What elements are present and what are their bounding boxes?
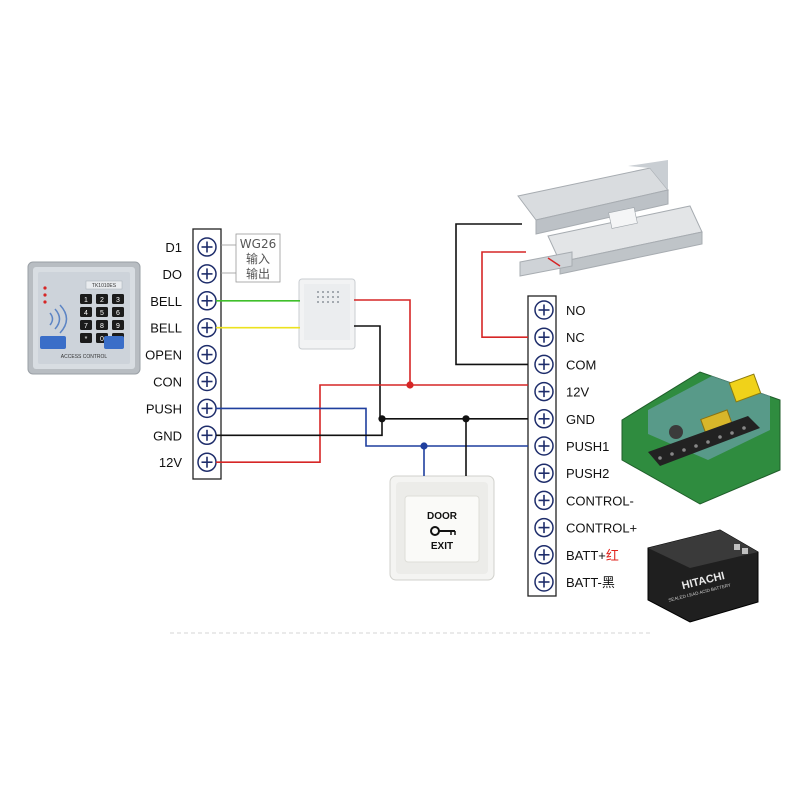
- black-wire-com: [455, 223, 528, 366]
- junction-dot-icon: [420, 442, 428, 450]
- right-terminal-screw-icon: [534, 490, 554, 511]
- black-wire-gnd: [216, 418, 528, 437]
- right-terminal-label-no: NO: [566, 303, 586, 318]
- left-terminal-screw-icon: [197, 344, 217, 365]
- right-terminal-screw-icon: [534, 545, 554, 565]
- right-terminal-screw-icon: [534, 354, 554, 375]
- left-terminal-screw-icon: [197, 452, 217, 472]
- right-terminal-screw-icon: [534, 436, 554, 456]
- wires: [216, 223, 528, 476]
- doorbell: [298, 278, 356, 350]
- keypad-key: 7: [84, 323, 88, 330]
- left-terminal-screw-icon: [197, 425, 217, 446]
- left-terminal-screw-icon: [197, 317, 217, 338]
- left-terminal-label-open: OPEN: [145, 348, 182, 363]
- blue-wire-push: [216, 407, 528, 447]
- right-terminal-screw-icon: [534, 327, 554, 347]
- power-supply-board: [621, 371, 781, 505]
- keypad-label: ACCESS CONTROL: [61, 354, 108, 360]
- left-terminal-label-bell: BELL: [150, 294, 182, 309]
- left-terminal-screw-icon: [197, 264, 217, 284]
- electric-lock: [517, 160, 703, 277]
- right-terminal-screw-icon: [534, 517, 554, 538]
- red-wire-12v: [216, 384, 528, 463]
- right-terminal-label-nc: NC: [566, 330, 585, 345]
- wg26-output-label: 输出: [246, 266, 270, 281]
- right-terminal-screw-icon: [534, 409, 554, 429]
- keypad-key: *: [85, 336, 88, 343]
- left-terminal-screw-icon: [197, 398, 217, 419]
- battery: HITACHI SEALED LEAD ACID BATTERY: [647, 529, 759, 623]
- right-terminal-screw-icon: [534, 572, 554, 592]
- left-terminal-screw-icon: [197, 237, 217, 257]
- left-terminal-label-12v: 12V: [159, 455, 182, 470]
- keypad-key: 6: [116, 310, 120, 317]
- status-led-icon: [43, 293, 47, 297]
- keypad-key: 8: [100, 323, 104, 330]
- right-terminal-label-batt-: BATT+红: [566, 548, 619, 564]
- power-led-icon: [43, 286, 47, 290]
- left-terminal-label-d1: D1: [165, 240, 182, 255]
- right-terminal-screw-icon: [534, 463, 554, 483]
- right-terminal-label-control-: CONTROL+: [566, 521, 637, 536]
- left-terminal-label-do: DO: [163, 267, 183, 282]
- exit-button-exit-label: EXIT: [431, 541, 453, 552]
- right-terminal-label-12v: 12V: [566, 385, 589, 400]
- keypad-key: 0: [100, 336, 104, 343]
- right-terminal-label-gnd: GND: [566, 412, 595, 427]
- left-terminal-label-bell: BELL: [150, 321, 182, 336]
- right-terminal-screw-icon: [534, 381, 554, 402]
- left-terminal-label-con: CON: [153, 375, 182, 390]
- wg26-input-label: 输入: [246, 251, 270, 266]
- left-terminal-screw-icon: [197, 371, 217, 392]
- right-terminal-label-control-: CONTROL-: [566, 493, 634, 508]
- right-terminal-label-com: COM: [566, 357, 596, 372]
- keypad-key: 9: [116, 323, 120, 330]
- left-terminal-label-gnd: GND: [153, 428, 182, 443]
- keypad-key: 3: [116, 297, 120, 304]
- right-terminal-label-batt-: BATT-黑: [566, 575, 615, 591]
- right-terminal-label-push1: PUSH1: [566, 439, 609, 454]
- keypad-model: TK1010ES: [92, 283, 117, 289]
- left-terminal-label-push: PUSH: [146, 401, 182, 416]
- wg26-note: WG26 输入 输出: [221, 233, 281, 283]
- rfid-icon: [49, 304, 68, 334]
- right-terminal-screw-icon: [534, 300, 554, 320]
- transformer: [728, 373, 762, 403]
- exit-button-door-label: DOOR: [427, 511, 458, 522]
- card-indicator-panel: [40, 336, 66, 349]
- bell-indicator-panel: [104, 336, 124, 349]
- key-icon: [430, 526, 456, 536]
- junction-dot-icon: [406, 381, 414, 389]
- keypad-key: 1: [84, 297, 88, 304]
- keypad-key: 2: [100, 297, 104, 304]
- alarm-led-icon: [43, 300, 47, 304]
- junction-dot-icon: [378, 415, 386, 423]
- wire-junctions: [378, 381, 470, 450]
- red-wire-doorbell: [354, 299, 411, 385]
- black-wire-doorbell: [354, 325, 381, 419]
- left-terminal-screw-icon: [197, 291, 217, 311]
- keypad-key: 4: [84, 310, 88, 317]
- red-wire-nc: [481, 251, 528, 338]
- door-exit-button: DOOR EXIT: [389, 475, 495, 581]
- right-terminal-label-push2: PUSH2: [566, 466, 609, 481]
- keypad-key: 5: [100, 310, 104, 317]
- wg26-title: WG26: [240, 237, 276, 251]
- junction-dot-icon: [462, 415, 470, 423]
- speaker-grille-icon: [317, 291, 339, 303]
